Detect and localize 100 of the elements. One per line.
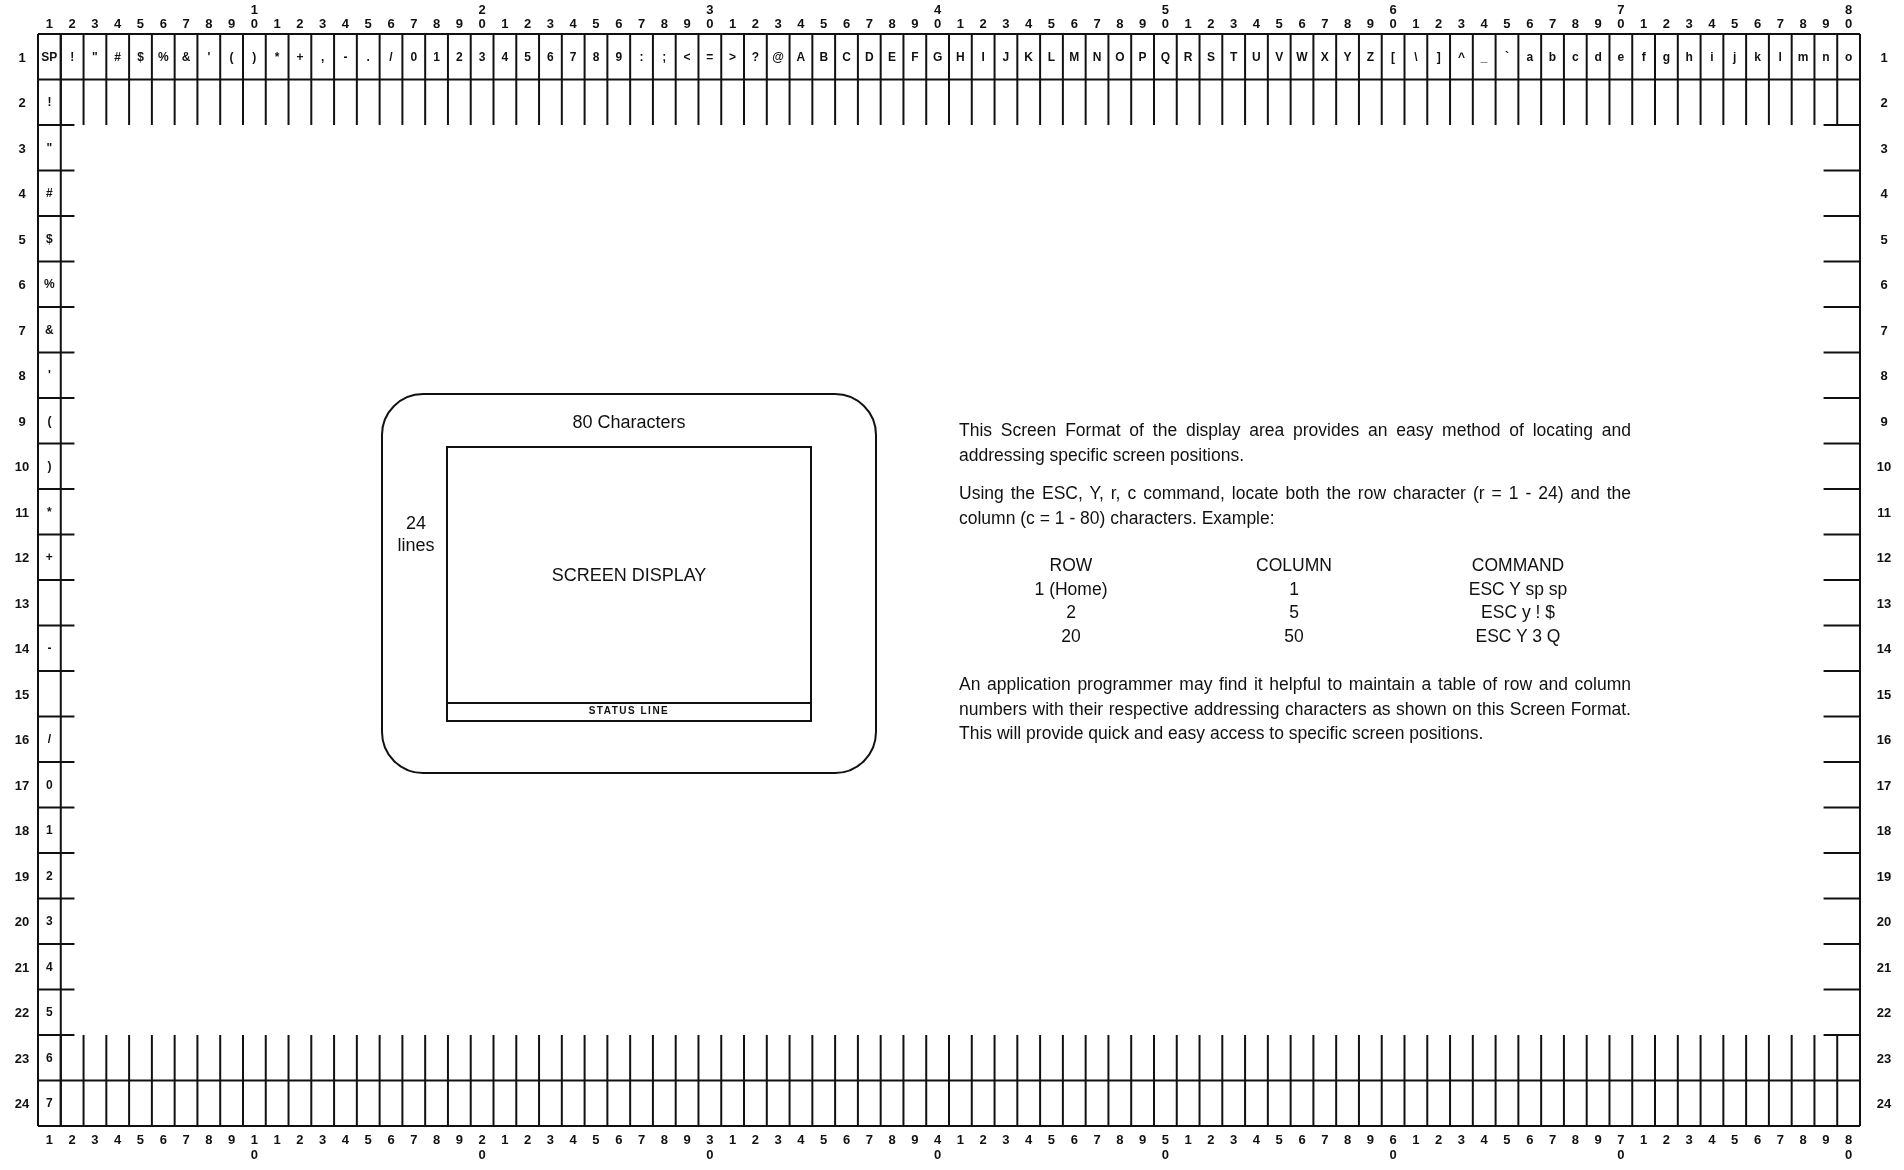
character-label: > <box>729 50 737 63</box>
character-label: g <box>1662 50 1671 63</box>
description-text: This Screen Format of the display area provides an easy method of locating and addressing specific screen positions. <box>959 419 1631 467</box>
row-number: 3 <box>1880 141 1888 155</box>
status-line-label: STATUS LINE <box>587 705 671 717</box>
row-number: 17 <box>1876 778 1892 792</box>
row-number: 24 <box>14 1096 30 1110</box>
column-number: 5 <box>1275 16 1283 30</box>
row-number: 1 <box>18 50 26 64</box>
column-number: 7 <box>1093 1132 1101 1146</box>
character-label: m <box>1797 50 1809 63</box>
column-number: 8 <box>1116 16 1124 30</box>
character-label: T <box>1230 50 1238 63</box>
character-label: h <box>1685 50 1693 63</box>
row-number: 11 <box>1877 505 1891 519</box>
column-number: 8 <box>660 16 668 30</box>
column-number: 1 <box>501 16 509 30</box>
character-label: . <box>366 50 370 63</box>
column-number: 6 <box>1389 2 1397 16</box>
character-label: O <box>1115 50 1125 63</box>
column-number: 8 <box>1116 1132 1124 1146</box>
column-number: 9 <box>1366 1132 1374 1146</box>
dimension-label: 24 lines <box>396 513 436 557</box>
column-number: 1 <box>956 16 964 30</box>
column-number: 3 <box>1002 16 1010 30</box>
column-number: 2 <box>979 16 987 30</box>
column-number: 9 <box>455 16 463 30</box>
character-label: 6 <box>46 1051 53 1064</box>
column-number: 9 <box>1822 16 1830 30</box>
column-number: 8 <box>1799 16 1807 30</box>
column-number: 4 <box>1252 1132 1261 1146</box>
row-number: 10 <box>1876 459 1892 473</box>
character-label: 2 <box>46 869 53 882</box>
row-number: 22 <box>14 1005 30 1019</box>
column-number: 1 <box>1640 1132 1648 1146</box>
column-number: 5 <box>820 16 828 30</box>
column-number: 8 <box>432 16 441 30</box>
character-label: N <box>1092 50 1102 63</box>
row-number: 19 <box>1876 869 1892 883</box>
column-number: 9 <box>911 1132 919 1146</box>
column-number: 5 <box>1503 1132 1511 1146</box>
row-number: 17 <box>14 778 30 792</box>
character-label: + <box>45 551 53 564</box>
column-number: 3 <box>774 1132 782 1146</box>
column-number: 3 <box>706 1132 714 1146</box>
character-label: \ <box>1414 50 1418 63</box>
column-number: 7 <box>637 16 646 30</box>
column-number: 3 <box>1457 1132 1466 1146</box>
column-number: 0 <box>478 1147 486 1161</box>
column-number: 4 <box>1252 16 1261 30</box>
column-number: 7 <box>1776 1132 1784 1146</box>
row-number: 8 <box>18 368 26 382</box>
column-number: 6 <box>1526 16 1534 30</box>
character-label: J <box>1002 50 1010 63</box>
character-label: * <box>47 505 52 518</box>
row-number: 24 <box>1876 1096 1892 1110</box>
column-number: 0 <box>1161 16 1169 30</box>
column-number: 4 <box>797 16 805 30</box>
character-label: d <box>1594 50 1602 63</box>
character-label: - <box>343 50 348 63</box>
column-number: 7 <box>1321 16 1329 30</box>
character-label: % <box>44 278 55 291</box>
column-number: 9 <box>911 16 919 30</box>
character-label: P <box>1138 50 1147 63</box>
character-label: = <box>706 50 714 63</box>
row-number: 20 <box>14 914 30 928</box>
character-label: Q <box>1160 50 1171 63</box>
column-number: 2 <box>68 1132 76 1146</box>
character-label: G <box>932 50 943 63</box>
character-label: 6 <box>547 50 554 63</box>
column-number: 6 <box>1298 16 1306 30</box>
character-label: ] <box>1436 50 1441 63</box>
column-number: 5 <box>1047 1132 1056 1146</box>
screen-display-box <box>446 446 812 722</box>
column-number: 1 <box>45 16 53 30</box>
column-number: 5 <box>364 16 372 30</box>
column-number: 0 <box>1845 1147 1853 1161</box>
column-number: 9 <box>455 1132 463 1146</box>
column-number: 3 <box>1457 16 1466 30</box>
character-label: B <box>819 50 829 63</box>
row-number: 22 <box>1876 1005 1892 1019</box>
column-number: 4 <box>114 1132 122 1146</box>
character-label: - <box>47 642 52 655</box>
column-number: 0 <box>1845 16 1853 30</box>
column-number: 4 <box>797 1132 805 1146</box>
character-label: f <box>1641 50 1646 63</box>
column-number: 5 <box>1731 16 1739 30</box>
column-number: 6 <box>1070 1132 1078 1146</box>
character-label: / <box>389 50 393 63</box>
column-number: 7 <box>1093 16 1101 30</box>
column-number: 6 <box>1298 1132 1306 1146</box>
column-number: 4 <box>341 16 350 30</box>
column-number: 6 <box>159 1132 167 1146</box>
column-number: 0 <box>1617 16 1625 30</box>
character-label: j <box>1733 50 1737 63</box>
character-label: A <box>796 50 806 63</box>
column-number: 1 <box>1412 16 1420 30</box>
table-cell: ESC y ! $ <box>1481 604 1555 622</box>
column-number: 9 <box>227 16 236 30</box>
column-number: 6 <box>842 1132 851 1146</box>
